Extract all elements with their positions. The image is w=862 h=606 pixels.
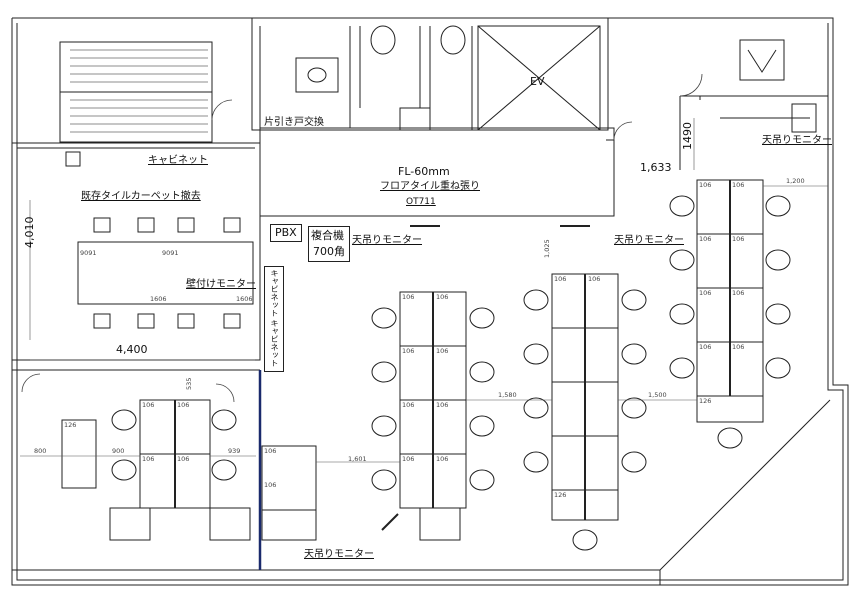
dim-1025: 1,025: [543, 239, 551, 258]
pbx-label: PBX: [275, 226, 297, 239]
pbx-box: PBX: [270, 224, 302, 242]
desk-label: 106: [402, 455, 415, 463]
desk-label: 106: [177, 401, 190, 409]
cabinet-label: キャビネット: [148, 155, 208, 166]
desk-label: 106: [142, 401, 155, 409]
copier-box: 複合機 700角: [308, 226, 350, 262]
east-zone: [679, 39, 828, 170]
desk-label: 106: [177, 455, 190, 463]
dim-4010: 4,010: [23, 216, 36, 249]
desk-label: 106: [436, 293, 449, 301]
desk-label: 106: [142, 455, 155, 463]
monitors: [381, 225, 590, 531]
desk-label: 106: [732, 181, 745, 189]
dim-535: 535: [185, 377, 193, 390]
cabinet-vertical: キャビネット キャビネット: [264, 266, 284, 372]
dim-1606-a: 1606: [150, 295, 167, 303]
dim-1580: 1,580: [498, 391, 517, 399]
dim-9091-a: 9091: [80, 249, 97, 257]
sliding-door-label: 片引き戸交換: [264, 117, 324, 128]
desk-label: 106: [732, 289, 745, 297]
dim-939: 939: [228, 447, 241, 455]
dim-1601: 1,601: [348, 455, 367, 463]
desk-label: 106: [732, 343, 745, 351]
copier-size-label: 700角: [313, 245, 345, 258]
dim-1606-b: 1606: [236, 295, 253, 303]
desk-label: 126: [554, 491, 567, 499]
meeting-room: [11, 142, 261, 361]
dimension-lines: [20, 118, 828, 463]
desk-label: 106: [436, 455, 449, 463]
ceiling-monitor-label-4: 天吊りモニター: [304, 549, 374, 560]
dim-1500: 1,500: [648, 391, 667, 399]
dim-4400: 4,400: [116, 343, 148, 356]
wall-monitor-label: 壁付けモニター: [186, 279, 256, 290]
desk-label: 106: [402, 401, 415, 409]
dim-1490: 1490: [681, 122, 694, 150]
floor-tile-label: フロアタイル重ね張り: [380, 181, 480, 192]
desk-label: 106: [588, 275, 601, 283]
central-desks: [523, 273, 647, 551]
elevator-label: EV: [530, 75, 545, 88]
desk-label: 106: [402, 293, 415, 301]
outer-walls: [11, 17, 849, 586]
desk-label: 106: [264, 481, 277, 489]
cabinet-vertical-label-2: キャビネット: [270, 319, 279, 367]
remove-carpet-label: 既存タイルカーペット撤去: [81, 191, 201, 202]
east-desks: [669, 179, 791, 449]
ceiling-monitor-label-2: 天吊りモニター: [614, 235, 684, 246]
desk-label: 106: [436, 347, 449, 355]
desk-label: 106: [732, 235, 745, 243]
cabinet-vertical-label: キャビネット: [270, 269, 279, 317]
desk-label: 106: [699, 343, 712, 351]
doors: [21, 73, 703, 403]
dim-1633: 1,633: [640, 161, 672, 174]
desk-label: 106: [699, 289, 712, 297]
desk-label: 126: [699, 397, 712, 405]
ceiling-monitor-label-3: 天吊りモニター: [762, 135, 832, 146]
dim-9091-b: 9091: [162, 249, 179, 257]
desk-label: 126: [64, 421, 77, 429]
desk-label: 106: [264, 447, 277, 455]
floor-level-label: FL-60mm: [398, 165, 450, 178]
copier-label: 複合機: [311, 229, 344, 242]
desk-label: 106: [699, 235, 712, 243]
core-block: [251, 17, 609, 215]
stair: [59, 41, 213, 143]
dim-900: 900: [112, 447, 125, 455]
desk-label: 106: [402, 347, 415, 355]
desk-label: 106: [699, 181, 712, 189]
desk-label: 106: [436, 401, 449, 409]
middle-desks: [261, 291, 495, 541]
ceiling-monitor-label-1: 天吊りモニター: [352, 235, 422, 246]
dim-800: 800: [34, 447, 47, 455]
dim-1200: 1,200: [786, 177, 805, 185]
desk-label: 106: [554, 275, 567, 283]
ot-label: OT711: [406, 197, 436, 207]
west-area: [12, 369, 262, 570]
